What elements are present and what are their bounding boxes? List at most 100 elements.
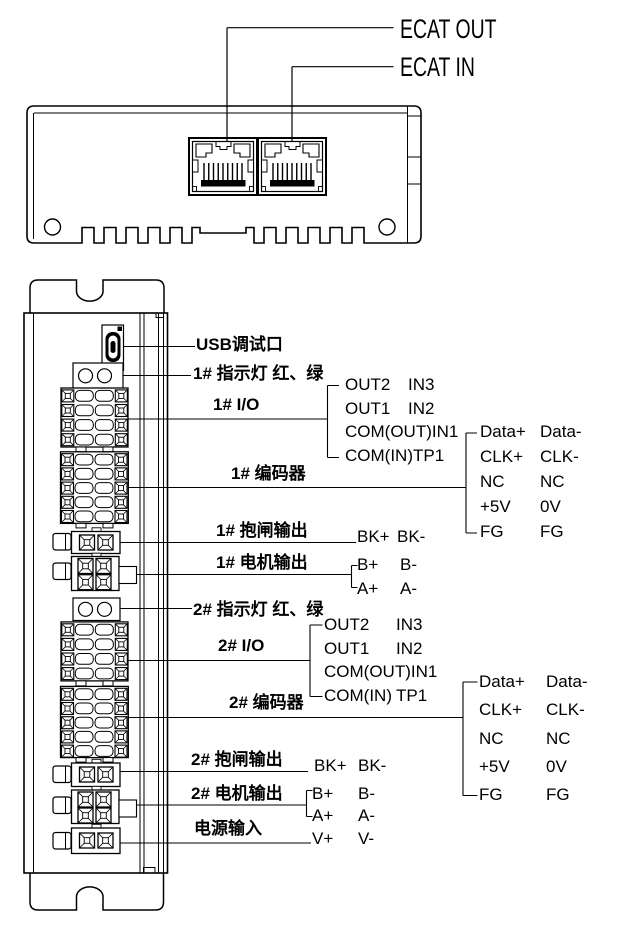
pin-label: BK- — [397, 527, 426, 546]
leader-enc1 — [128, 432, 477, 534]
pin-label: 0V — [540, 497, 561, 516]
pin-label: FG — [546, 785, 570, 804]
led-red-1-icon — [77, 368, 94, 384]
ethernet-port-ecat-in-icon — [257, 137, 327, 196]
io2-pin-row: COM(OUT)IN1 — [324, 663, 437, 681]
pin-label: IN1 — [410, 662, 438, 681]
enc2-pin-row: Data+Data- — [479, 673, 588, 691]
pin-label: OUT2 — [345, 375, 391, 394]
leader-motor1 — [136, 564, 358, 589]
io1-pin-row: OUT1 IN2 — [345, 398, 435, 418]
encoder2-terminal-block — [59, 685, 129, 759]
io1-pin-row: COM(OUT)IN1 — [345, 423, 458, 441]
pin-label: FG — [480, 522, 504, 541]
led-panel-2 — [72, 597, 121, 622]
pin-label: CLK- — [546, 700, 585, 719]
top-view-drawing — [26, 27, 422, 244]
led2-label: 2# 指示灯 红、绿 — [193, 600, 324, 619]
pin-label: COM(IN) — [324, 685, 392, 705]
leader-io1 — [128, 384, 339, 459]
pin-label: CLK+ — [480, 447, 523, 466]
leader-io2 — [128, 624, 323, 698]
brake2-label: 2# 抱闸输出 — [191, 750, 283, 769]
pin-label: V- — [358, 829, 375, 848]
pin-label: OUT1 — [345, 398, 391, 418]
leader-lines — [120, 345, 478, 844]
pin-label: BK+ — [314, 756, 347, 775]
enc1-label: 1# 编码器 — [231, 464, 306, 483]
pin-label: A+ — [312, 806, 334, 825]
io2-pin-row: OUT2 IN3 — [324, 616, 422, 634]
pin-label: Data+ — [480, 422, 526, 441]
pin-label: TP1 — [412, 445, 445, 465]
motor1-pin-row: B+B- — [357, 556, 417, 574]
ethernet-port-ecat-out-icon — [188, 137, 258, 196]
pin-label: FG — [479, 785, 503, 804]
pin-label: IN2 — [408, 398, 435, 418]
pin-label: A+ — [357, 579, 379, 598]
pin-label: B+ — [357, 555, 379, 574]
io1-pin-row: COM(IN)TP1 — [345, 445, 445, 465]
micro-usb-icon — [105, 332, 121, 362]
pin-label: IN3 — [408, 375, 435, 394]
usb-panel-dot — [117, 326, 122, 331]
ecat-in-label: ECAT IN — [400, 52, 475, 82]
pin-label: Data- — [540, 422, 582, 441]
motor1-connector — [52, 552, 138, 592]
pin-label: +5V — [480, 497, 511, 516]
pin-label: BK- — [358, 756, 387, 775]
pin-label: CLK- — [540, 447, 579, 466]
pin-label: A- — [358, 806, 375, 825]
pin-label: NC — [546, 728, 571, 748]
bottom-mount-flange — [29, 873, 165, 911]
io2-label: 2# I/O — [218, 636, 265, 655]
pin-label: OUT2 — [324, 615, 370, 634]
brake1-pin-row: BK+ BK- — [357, 528, 425, 546]
io1-label: 1# I/O — [213, 395, 260, 414]
front-view-drawing — [23, 279, 169, 911]
motor1-label: 1# 电机输出 — [216, 553, 308, 572]
pin-label: A- — [400, 579, 417, 598]
motor2-connector — [52, 785, 138, 825]
pin-label: BK+ — [357, 527, 390, 546]
usb-debug-label: USB调试口 — [196, 335, 283, 354]
pin-label: B+ — [312, 784, 334, 803]
led-green-2-icon — [96, 601, 113, 617]
pin-label: B- — [358, 784, 375, 803]
usb-debug-port — [101, 324, 125, 371]
pin-label: IN3 — [396, 615, 423, 634]
enc2-label: 2# 编码器 — [229, 693, 304, 712]
ecat-out-label: ECAT OUT — [400, 14, 497, 44]
leader-ecat-out — [226, 27, 394, 141]
enc2-pin-row: CLK+ CLK- — [479, 701, 585, 719]
pin-label: COM(OUT) — [345, 422, 432, 441]
io2-pin-row: COM(IN)TP1 — [324, 685, 428, 705]
pin-label: TP1 — [396, 685, 428, 705]
motor2-pin-row: B+ B- — [312, 785, 375, 803]
brake1-label: 1# 抱闸输出 — [216, 521, 308, 540]
motor2-label: 2# 电机输出 — [191, 784, 283, 803]
pin-label: 0V — [546, 757, 567, 776]
power-label: 电源输入 — [194, 819, 262, 838]
io2-terminal-block — [60, 621, 129, 682]
led-panel-1 — [72, 362, 124, 389]
encoder1-terminal-block — [59, 451, 129, 525]
pin-label: COM(IN) — [345, 445, 413, 465]
pin-label: COM(OUT) — [324, 662, 411, 681]
motor2-pin-row: A+ A- — [312, 807, 375, 825]
io1-pin-row: OUT2 IN3 — [345, 376, 434, 394]
enc1-pin-row: CLK+ CLK- — [480, 448, 579, 466]
pin-label: IN2 — [396, 638, 423, 658]
enc1-pin-row: +5V 0V — [480, 498, 561, 516]
led-green-1-icon — [96, 368, 113, 384]
pin-label: V+ — [312, 829, 334, 848]
io1-terminal-block — [60, 387, 129, 448]
led-red-2-icon — [77, 601, 94, 617]
led1-label: 1# 指示灯 红、绿 — [193, 364, 324, 383]
pin-label: IN1 — [431, 422, 459, 441]
pin-label: CLK+ — [479, 700, 522, 719]
